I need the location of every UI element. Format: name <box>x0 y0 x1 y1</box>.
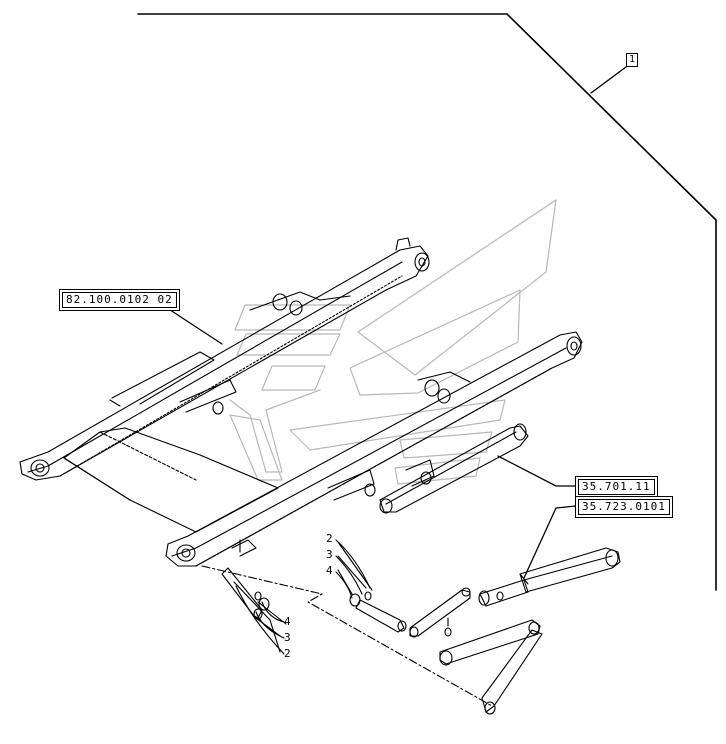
frame-reference-label: 82.100.0102 02 <box>66 293 173 306</box>
callout-left-2-label: 2 <box>284 647 291 660</box>
link-rods <box>409 587 543 715</box>
cylinder-b-leader <box>523 505 577 579</box>
cylinder-a-reference-label: 35.701.11 <box>582 480 651 493</box>
position-leader <box>590 63 631 94</box>
cross-plate <box>63 427 279 533</box>
right-lift-arm <box>165 331 583 567</box>
callout-right-3-label: 3 <box>326 548 333 561</box>
assembly-centerline <box>201 565 493 707</box>
callout-right-2 <box>335 539 371 589</box>
callout-left-4 <box>261 601 285 623</box>
cylinder-b-reference-box: 35.723.0101 <box>578 499 670 515</box>
callout-right-2-label: 2 <box>326 532 333 545</box>
callout-right-4 <box>335 571 353 599</box>
callout-left-3 <box>255 611 285 639</box>
position-number-box: 1 <box>626 53 639 67</box>
cylinder-a-leader <box>497 455 577 487</box>
callout-left-4-label: 4 <box>284 615 291 628</box>
callout-left-2 <box>235 585 285 655</box>
left-pin-assembly <box>221 567 287 653</box>
lift-cylinder <box>478 547 621 607</box>
callout-right-4-label: 4 <box>326 564 333 577</box>
position-number: 1 <box>629 54 636 65</box>
right-pin-assembly <box>337 541 407 633</box>
left-lift-arm <box>19 237 430 481</box>
frame-reference-box: 82.100.0102 02 <box>62 292 177 308</box>
cylinder-b-reference-label: 35.723.0101 <box>582 500 666 513</box>
callout-left-3-label: 3 <box>284 631 291 644</box>
tilt-cylinder <box>379 423 529 514</box>
top-frame-line <box>137 13 717 591</box>
watermark-logo <box>229 199 557 485</box>
callout-right-3 <box>335 555 363 595</box>
frame-leader <box>157 301 223 345</box>
cylinder-a-reference-box: 35.701.11 <box>578 479 655 495</box>
